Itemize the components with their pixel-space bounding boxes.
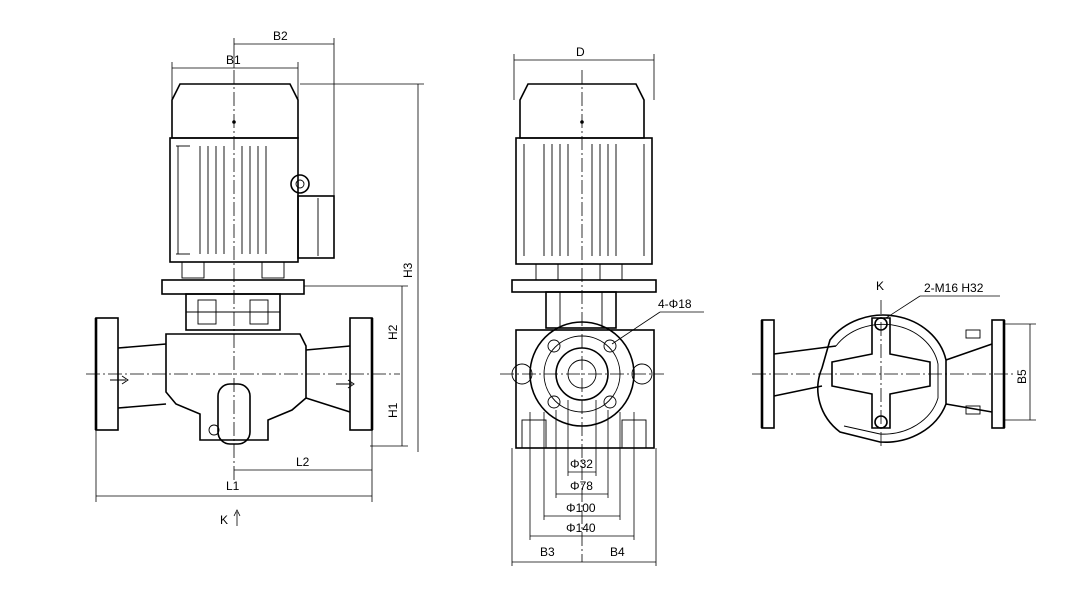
dim-h1-label: H1 [386, 402, 400, 418]
side-pump-casing [515, 329, 655, 449]
dim-phi78-label: Φ78 [570, 479, 593, 493]
front-dimensions: B2 B1 H3 H2 H1 L2 L1 K [95, 29, 424, 527]
side-bolt-hole-2 [603, 339, 617, 353]
front-inlet-pipe [117, 343, 167, 409]
dim-b2-label: B2 [273, 29, 288, 43]
front-adapter-plate [161, 279, 305, 295]
side-adapter-plate [511, 279, 657, 293]
view-k-arrow-label: K [220, 513, 228, 527]
top-volute-casing [817, 314, 947, 443]
front-lifting-eye [290, 174, 310, 194]
dim-phi100-label: Φ100 [566, 501, 596, 515]
dim-b3-label: B3 [540, 545, 555, 559]
bolts-label: 2-M16 H32 [924, 281, 984, 295]
dim-b4-label: B4 [610, 545, 625, 559]
dim-b5-label: B5 [1015, 369, 1029, 384]
side-bolt-hole-4 [603, 395, 617, 409]
front-motor-cap [171, 83, 299, 139]
front-terminal-box [297, 195, 335, 259]
side-bolt-hole-1 [547, 339, 561, 353]
front-outlet-pipe [305, 345, 351, 413]
side-view [500, 70, 664, 562]
front-flow-arrow-out [336, 379, 355, 389]
view-k-label: K [876, 279, 884, 293]
side-motor-body [515, 137, 653, 265]
front-pump-casing [165, 333, 307, 441]
front-motor-body [169, 137, 299, 263]
front-flow-arrow-in [110, 375, 129, 385]
top-motor-bracket [831, 317, 931, 429]
side-motor-fins [523, 144, 645, 256]
side-bolt-hole-3 [547, 395, 561, 409]
top-outlet-pipe [945, 343, 993, 413]
dim-l2-label: L2 [296, 455, 310, 469]
front-view [86, 70, 400, 480]
bolt-holes-label: 4-Φ18 [658, 297, 692, 311]
dim-phi140-label: Φ140 [566, 521, 596, 535]
front-motor-fins [176, 145, 267, 255]
dim-phi32-label: Φ32 [570, 457, 593, 471]
top-view [752, 300, 1014, 446]
top-dimensions: K 2-M16 H32 B5 [876, 279, 1036, 421]
dim-d-label: D [576, 45, 585, 59]
dim-b1-label: B1 [226, 53, 241, 67]
side-dimensions: D 4-Φ18 Φ32 Φ78 Φ100 Φ140 B3 B4 [511, 45, 704, 566]
dim-l1-label: L1 [226, 479, 240, 493]
top-inlet-pipe [773, 345, 837, 397]
dim-h2-label: H2 [386, 324, 400, 340]
dim-h3-label: H3 [401, 262, 415, 278]
side-lantern [545, 291, 617, 329]
